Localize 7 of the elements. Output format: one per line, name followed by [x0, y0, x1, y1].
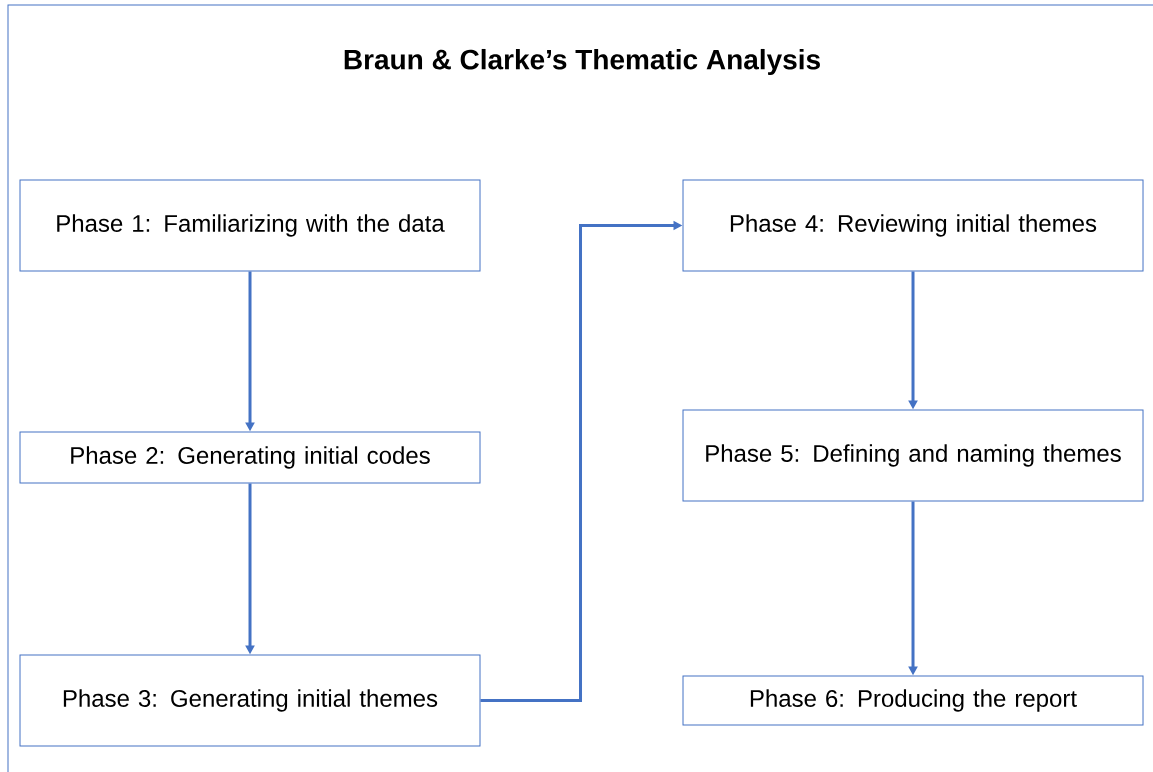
- process-box: Phase 6: Producing the report: [682, 675, 1144, 726]
- title: Braun & Clarke’s Thematic Analysis: [344, 48, 820, 76]
- process-box: Phase 5: Defining and naming themes: [682, 409, 1144, 502]
- process-box: Phase 1: Familiarizing with the data: [19, 179, 481, 272]
- process-box: Phase 4: Reviewing initial themes: [682, 179, 1144, 272]
- process-box: Phase 3: Generating initial themes: [19, 654, 481, 747]
- process-box: Phase 2: Generating initial codes: [19, 431, 481, 484]
